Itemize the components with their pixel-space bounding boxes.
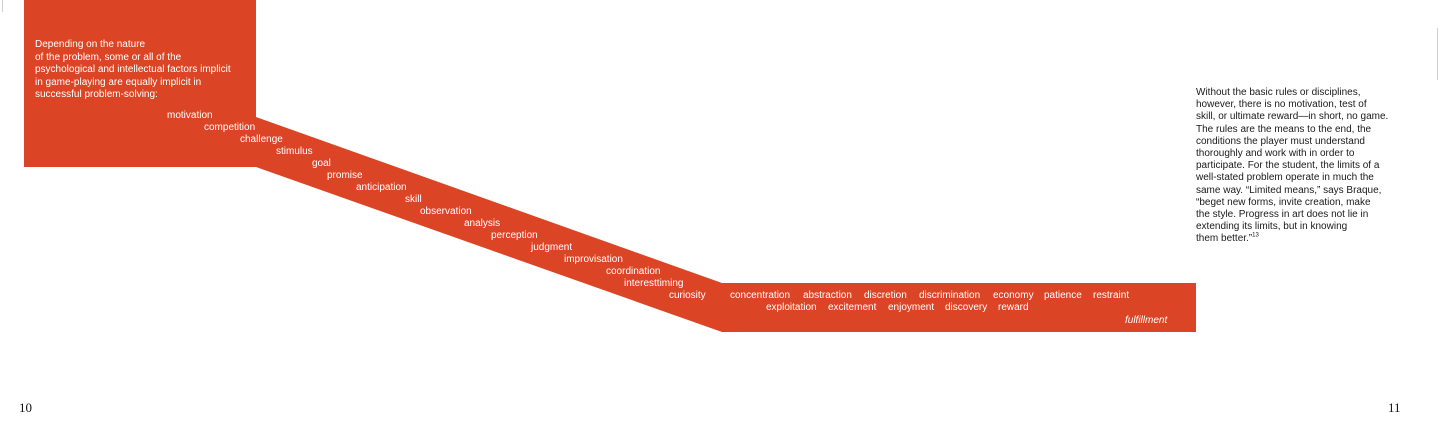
factor-term: challenge xyxy=(240,134,283,145)
intro-line: successful problem-solving: xyxy=(35,89,158,100)
intro-line: of the problem, some or all of the xyxy=(35,51,182,63)
red-band-shape xyxy=(24,0,1196,332)
body-line: the style. Progress in art does not lie … xyxy=(1196,209,1369,221)
factor-term: concentration xyxy=(730,290,791,301)
body-line: Without the basic rules or disciplines, xyxy=(1196,87,1361,98)
factor-term: abstraction xyxy=(803,290,852,301)
final-term: fulfillment xyxy=(1125,315,1168,326)
body-line: The rules are the means to the end, the xyxy=(1196,123,1372,135)
factor-term: coordination xyxy=(606,266,661,277)
factor-term: patience xyxy=(1044,290,1082,301)
factor-term: curiosity xyxy=(669,290,706,301)
body-line-last: them better.”13 xyxy=(1196,233,1400,245)
factor-term: economy xyxy=(993,290,1034,301)
factor-term: improvisation xyxy=(564,254,623,265)
factor-term: restraint xyxy=(1093,290,1130,301)
body-line: “beget new forms, invite creation, make xyxy=(1196,196,1371,208)
factor-term: goal xyxy=(312,158,331,169)
body-line: skill, or ultimate reward—in short, no g… xyxy=(1196,111,1389,123)
factor-term: skill xyxy=(405,194,422,205)
intro-line: psychological and intellectual factors i… xyxy=(35,64,231,75)
page-number-right: 11 xyxy=(1388,400,1401,415)
factor-term: excitement xyxy=(828,302,877,313)
factor-term: perception xyxy=(491,230,538,241)
body-line: well-stated problem operate in much the xyxy=(1196,172,1374,184)
intro-line: in game-playing are equally implicit in xyxy=(35,76,202,88)
factor-term: reward xyxy=(998,302,1029,313)
body-line: same way. “Limited means,” says Braque, xyxy=(1196,184,1382,196)
body-line: however, there is no motivation, test of xyxy=(1196,99,1367,111)
factor-term: competition xyxy=(204,122,256,133)
body-paragraph: Without the basic rules or disciplines, … xyxy=(1196,87,1400,246)
factor-term: observation xyxy=(420,206,472,217)
factor-term: discrimination xyxy=(919,290,981,301)
page-edge-mark xyxy=(2,0,3,12)
factor-term: enjoyment xyxy=(888,302,935,313)
intro-paragraph: Depending on the nature of the problem, … xyxy=(35,39,255,102)
factor-term: motivation xyxy=(167,110,213,121)
page-number-left: 10 xyxy=(19,400,32,415)
intro-line: Depending on the nature xyxy=(35,39,146,50)
factor-term: exploitation xyxy=(766,302,817,313)
factor-term: promise xyxy=(327,170,363,181)
body-line: extending its limits, but in knowing xyxy=(1196,221,1348,233)
footnote-marker: 13 xyxy=(1252,233,1259,240)
body-line: thoroughly and work with in order to xyxy=(1196,148,1355,160)
factor-term: interesttiming xyxy=(624,278,684,289)
factor-term: discovery xyxy=(945,302,988,313)
factor-term: stimulus xyxy=(276,146,313,157)
factor-term: anticipation xyxy=(356,182,407,193)
page-edge-mark xyxy=(1437,28,1438,80)
body-line: conditions the player must understand xyxy=(1196,135,1365,147)
factor-term: discretion xyxy=(864,290,907,301)
factor-term: analysis xyxy=(464,218,501,229)
body-line-text: them better.” xyxy=(1196,233,1253,245)
factor-term: judgment xyxy=(531,242,573,253)
body-line: participate. For the student, the limits… xyxy=(1196,160,1380,172)
